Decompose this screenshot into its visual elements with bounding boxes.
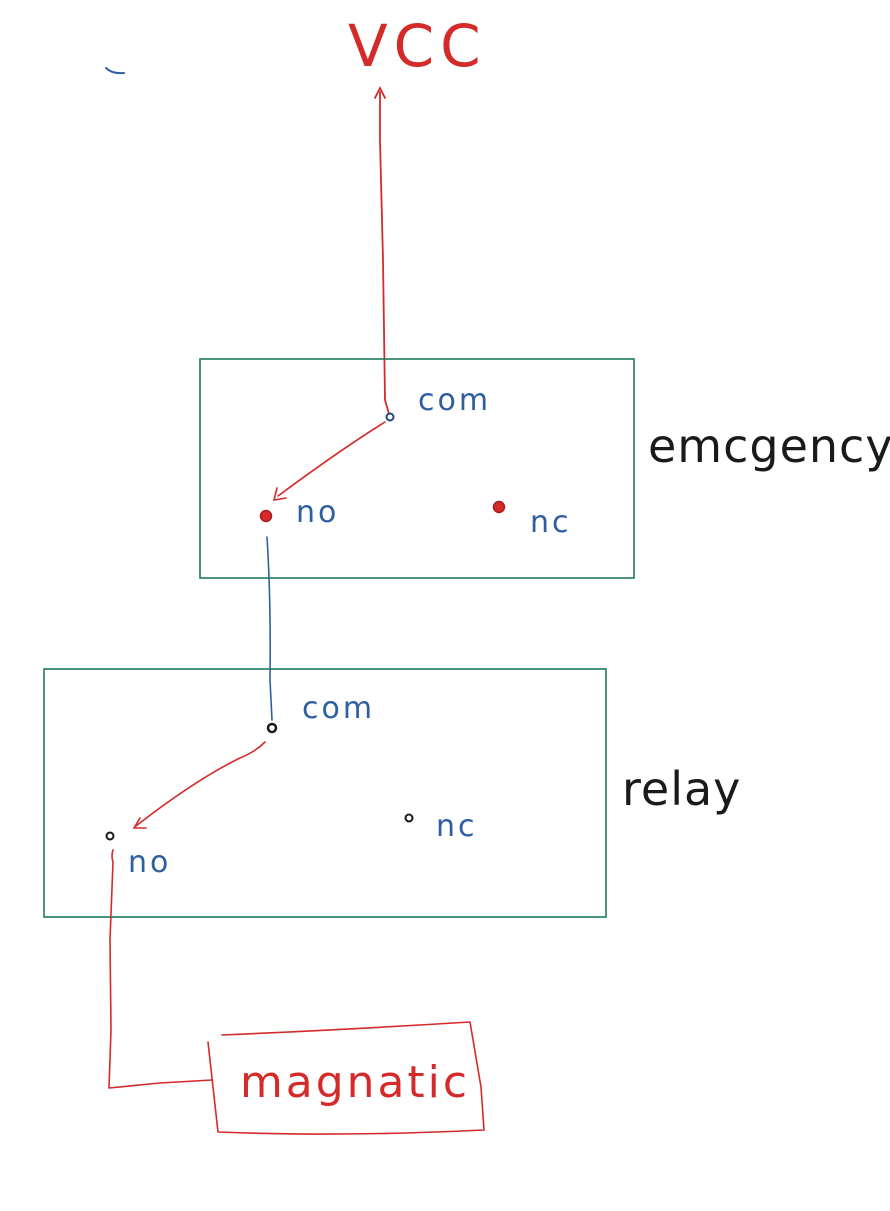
relay-contact-line xyxy=(135,741,266,827)
emergency-switch-box xyxy=(199,358,635,579)
emergency-nc-terminal xyxy=(492,500,506,514)
wire-vcc-to-emergency-com xyxy=(379,91,390,415)
relay-com-label: com xyxy=(302,691,375,726)
emergency-com-terminal xyxy=(385,412,395,422)
relay-box xyxy=(43,668,607,918)
stray-mark xyxy=(105,67,125,75)
vcc-label: VCC xyxy=(348,12,487,80)
relay-contact-arrowhead xyxy=(132,817,147,829)
emergency-com-label: com xyxy=(418,383,491,418)
relay-nc-label: nc xyxy=(436,809,478,844)
relay-no-label: no xyxy=(128,845,171,880)
relay-nc-terminal xyxy=(404,813,414,823)
emergency-nc-label: nc xyxy=(530,505,572,540)
emergency-switch-name: emcgency xyxy=(648,419,890,473)
emergency-contact-line xyxy=(277,421,386,497)
magnetic-lock-label: magnatic xyxy=(240,1057,470,1108)
relay-no-terminal xyxy=(105,831,115,841)
emergency-no-terminal xyxy=(259,509,273,523)
relay-name: relay xyxy=(622,762,741,816)
emergency-no-label: no xyxy=(296,495,339,530)
emergency-contact-arrowhead xyxy=(272,487,287,501)
wire-emergency-no-to-relay-com xyxy=(266,536,273,721)
magnetic-lock-box xyxy=(207,1021,485,1135)
vcc-arrowhead xyxy=(374,85,386,99)
relay-com-terminal xyxy=(266,722,278,734)
wire-relay-no-to-load xyxy=(108,849,213,1089)
